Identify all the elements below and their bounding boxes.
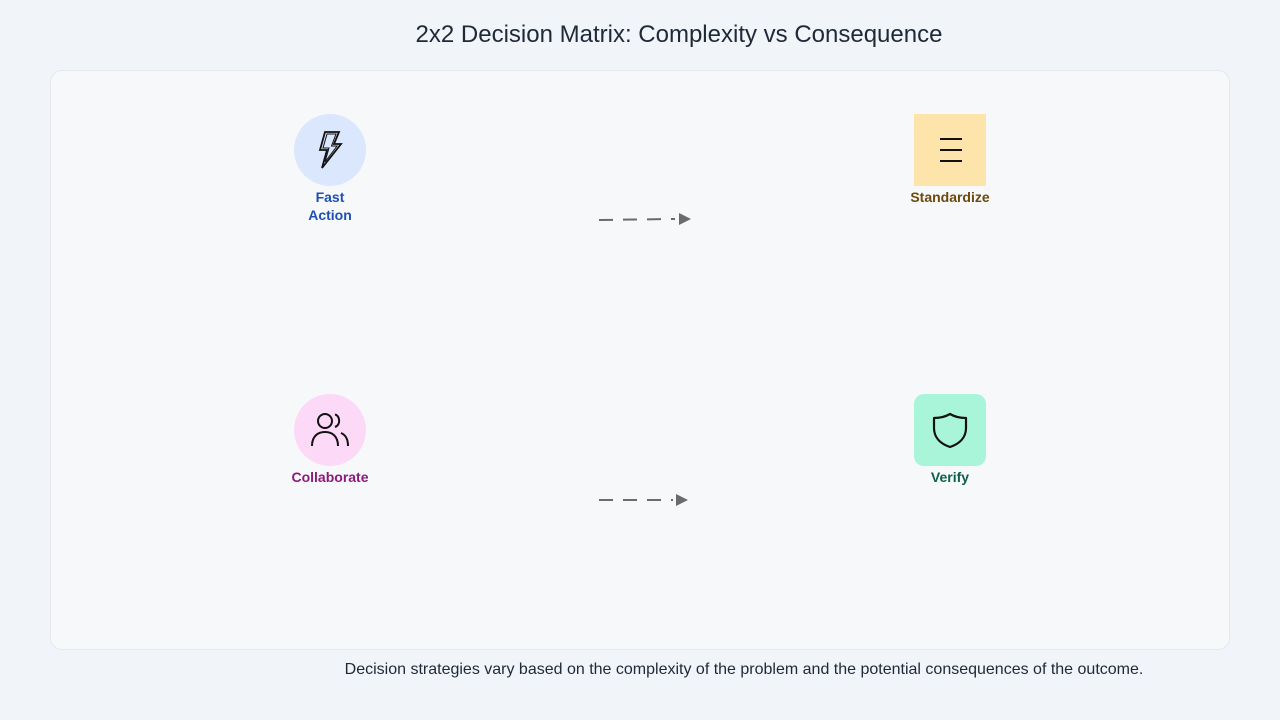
standardize-badge bbox=[914, 114, 986, 186]
list-icon bbox=[940, 138, 962, 162]
verify-badge bbox=[914, 394, 986, 466]
fast-action-badge bbox=[294, 114, 366, 186]
users-icon bbox=[311, 413, 349, 447]
node-verify: Verify bbox=[880, 394, 1020, 486]
node-standardize: Standardize bbox=[880, 114, 1020, 206]
node-fast-action: Fast Action bbox=[260, 114, 400, 224]
diagram-caption: Decision strategies vary based on the co… bbox=[344, 661, 1144, 678]
matrix-panel: Fast Action Standardize Collaborate bbox=[50, 70, 1230, 650]
shield-icon bbox=[932, 412, 968, 449]
collaborate-badge bbox=[294, 394, 366, 466]
node-collaborate: Collaborate bbox=[260, 394, 400, 486]
node-label: Fast Action bbox=[308, 189, 352, 223]
connector-arrow-bottom bbox=[599, 494, 688, 506]
connector-arrow-top bbox=[598, 213, 691, 225]
node-label: Standardize bbox=[910, 189, 990, 205]
node-label: Verify bbox=[930, 469, 970, 485]
lightning-icon bbox=[318, 131, 343, 169]
diagram-title: 2x2 Decision Matrix: Complexity vs Conse… bbox=[415, 21, 943, 48]
node-label: Collaborate bbox=[291, 469, 369, 485]
